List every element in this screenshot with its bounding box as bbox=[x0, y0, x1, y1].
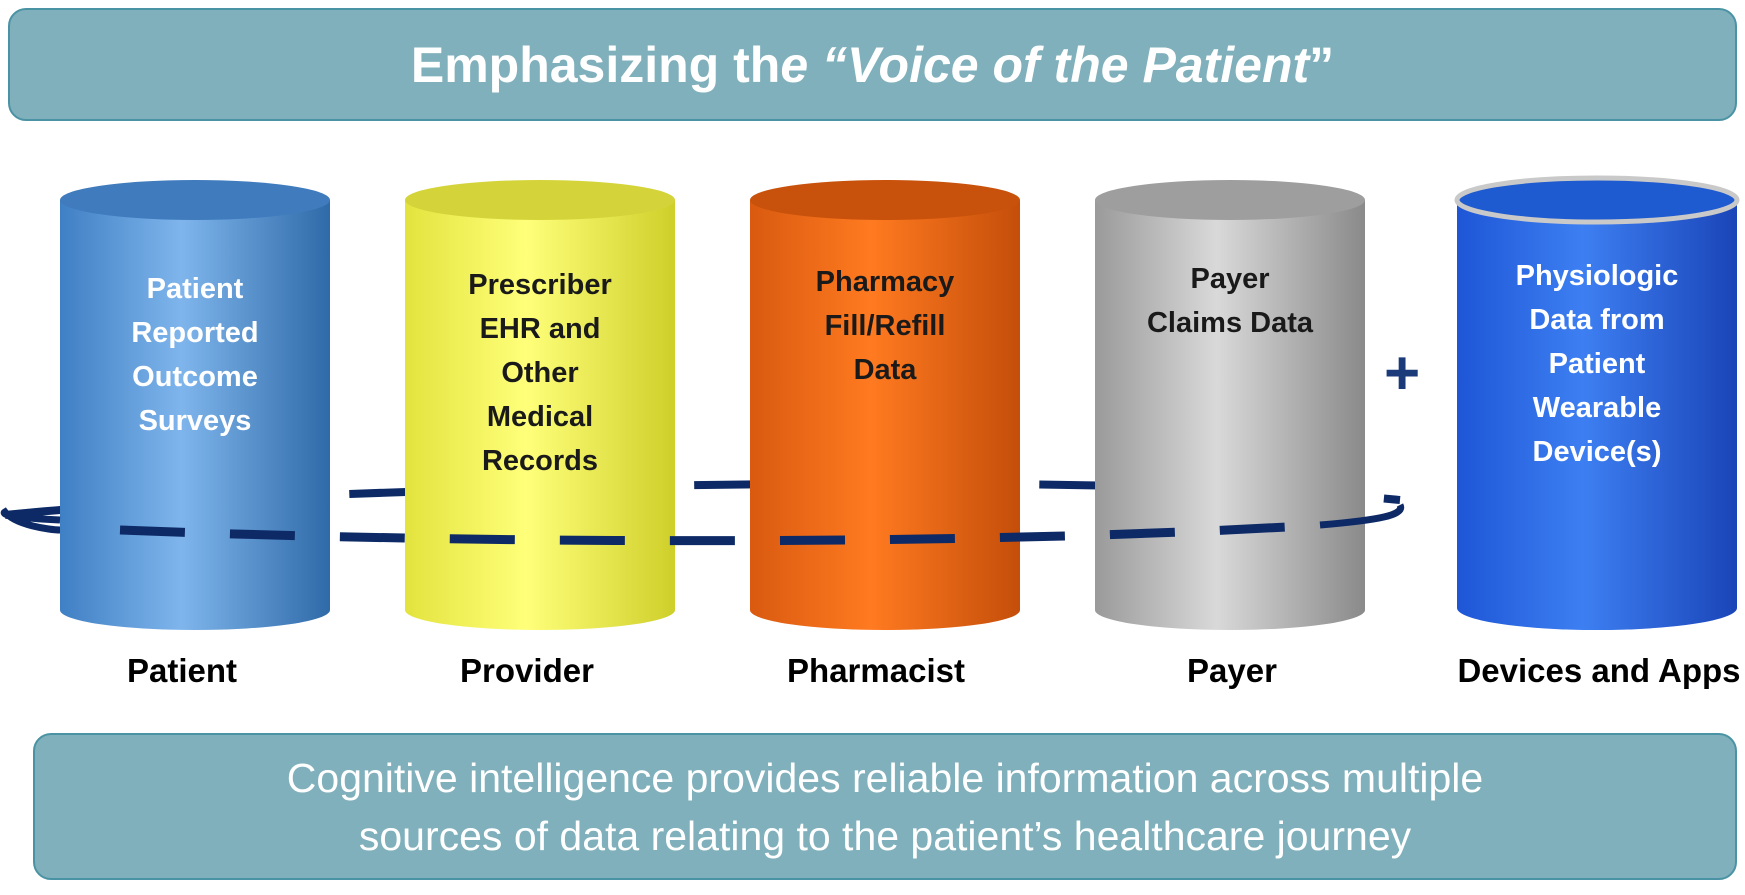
cylinder-payer bbox=[1095, 180, 1365, 630]
summary-banner: Cognitive intelligence provides reliable… bbox=[33, 733, 1737, 880]
label-patient: Patient bbox=[126, 652, 238, 689]
title-e: e bbox=[780, 36, 809, 93]
page-title: Emphasizing the “Voice of the Patient” bbox=[411, 40, 1334, 90]
cylinder-patient bbox=[60, 180, 330, 630]
provider-source-text: Prescriber EHR and Other Medical Records bbox=[468, 269, 612, 477]
title-close: ” bbox=[1309, 36, 1335, 93]
plus-icon: + bbox=[1384, 339, 1421, 408]
ring-front bbox=[119, 520, 1321, 546]
pharmacist-source-text: Pharmacy Fill/Refill Data bbox=[815, 266, 955, 386]
label-devices-and-apps: Devices and Apps bbox=[1457, 652, 1741, 689]
summary-line-2: sources of data relating to the patient’… bbox=[358, 812, 1412, 859]
ring-right-edge bbox=[1319, 503, 1405, 529]
patient-source-text: Patient Reported Outcome Surveys bbox=[131, 273, 259, 437]
ring-left-edge bbox=[0, 507, 61, 534]
summary-text: Cognitive intelligence provides reliable… bbox=[155, 749, 1615, 865]
label-pharmacist: Pharmacist bbox=[787, 652, 965, 689]
cylinder-devices bbox=[1454, 175, 1740, 630]
title-banner: Emphasizing the “Voice of the Patient” bbox=[8, 8, 1737, 121]
label-payer: Payer bbox=[1187, 652, 1277, 689]
cylinder-provider bbox=[405, 180, 675, 630]
title-prefix: Emphasizing th bbox=[410, 36, 781, 93]
payer-source-text: Payer Claims Data bbox=[1146, 263, 1313, 339]
devices-source-text: Physiologic Data from Patient Wearable D… bbox=[1515, 260, 1679, 468]
title-quoted: “Voice of the Patient bbox=[822, 36, 1310, 93]
label-provider: Provider bbox=[460, 652, 594, 689]
summary-line-1: Cognitive intelligence provides reliable… bbox=[286, 754, 1484, 801]
cylinder-pharmacist bbox=[750, 180, 1020, 630]
